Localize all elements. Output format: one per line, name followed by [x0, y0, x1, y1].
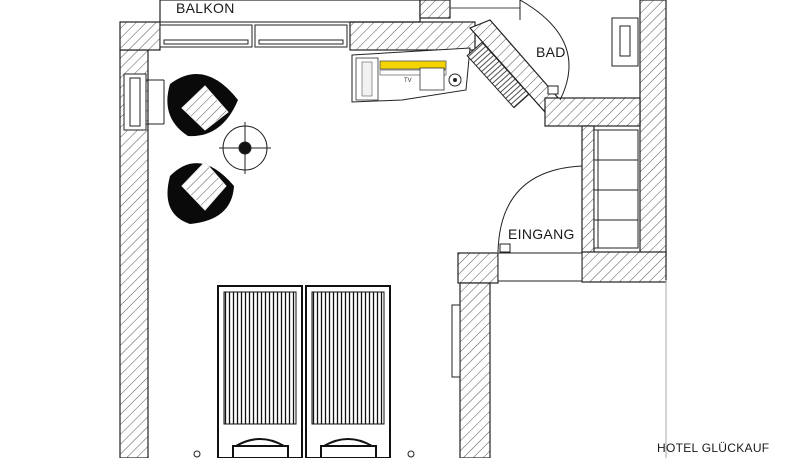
entrance-threshold	[497, 252, 583, 282]
balcony-windows	[159, 24, 348, 48]
wall-bath-bottom	[544, 97, 641, 127]
wall-top-right-block	[419, 0, 451, 19]
bath-door	[519, 0, 570, 101]
wall-bath-side	[581, 125, 595, 257]
armchair-lower	[167, 161, 234, 224]
entrance-door-handle	[499, 243, 511, 253]
wall-radiator	[451, 304, 461, 378]
bath-shower-tray	[466, 41, 530, 109]
wardrobe	[593, 129, 639, 249]
tv-label: TV	[404, 78, 412, 84]
nightstand-markers	[193, 450, 415, 458]
wall-inner-vertical	[459, 282, 491, 458]
hotel-name: HOTEL GLÜCKAUF	[657, 441, 770, 455]
desk-unit	[351, 47, 471, 103]
bed-right	[305, 285, 391, 458]
tv-bar	[379, 60, 447, 70]
bath-fixture	[611, 17, 639, 67]
wall-top-left	[119, 21, 161, 51]
bed-left	[217, 285, 303, 458]
bath-door-handle	[547, 85, 559, 95]
armchair-upper	[167, 74, 238, 137]
wall-right-upper	[639, 0, 667, 256]
entrance-label: EINGANG	[508, 226, 575, 242]
bathroom-label: BAD	[536, 44, 566, 60]
entrance-door	[497, 165, 583, 253]
left-window	[123, 73, 165, 131]
side-table	[219, 122, 271, 174]
wall-top-middle	[349, 21, 476, 51]
balcony-label: BALKON	[176, 0, 235, 16]
wall-entrance	[581, 251, 667, 283]
wall-entrance-left	[457, 252, 499, 284]
